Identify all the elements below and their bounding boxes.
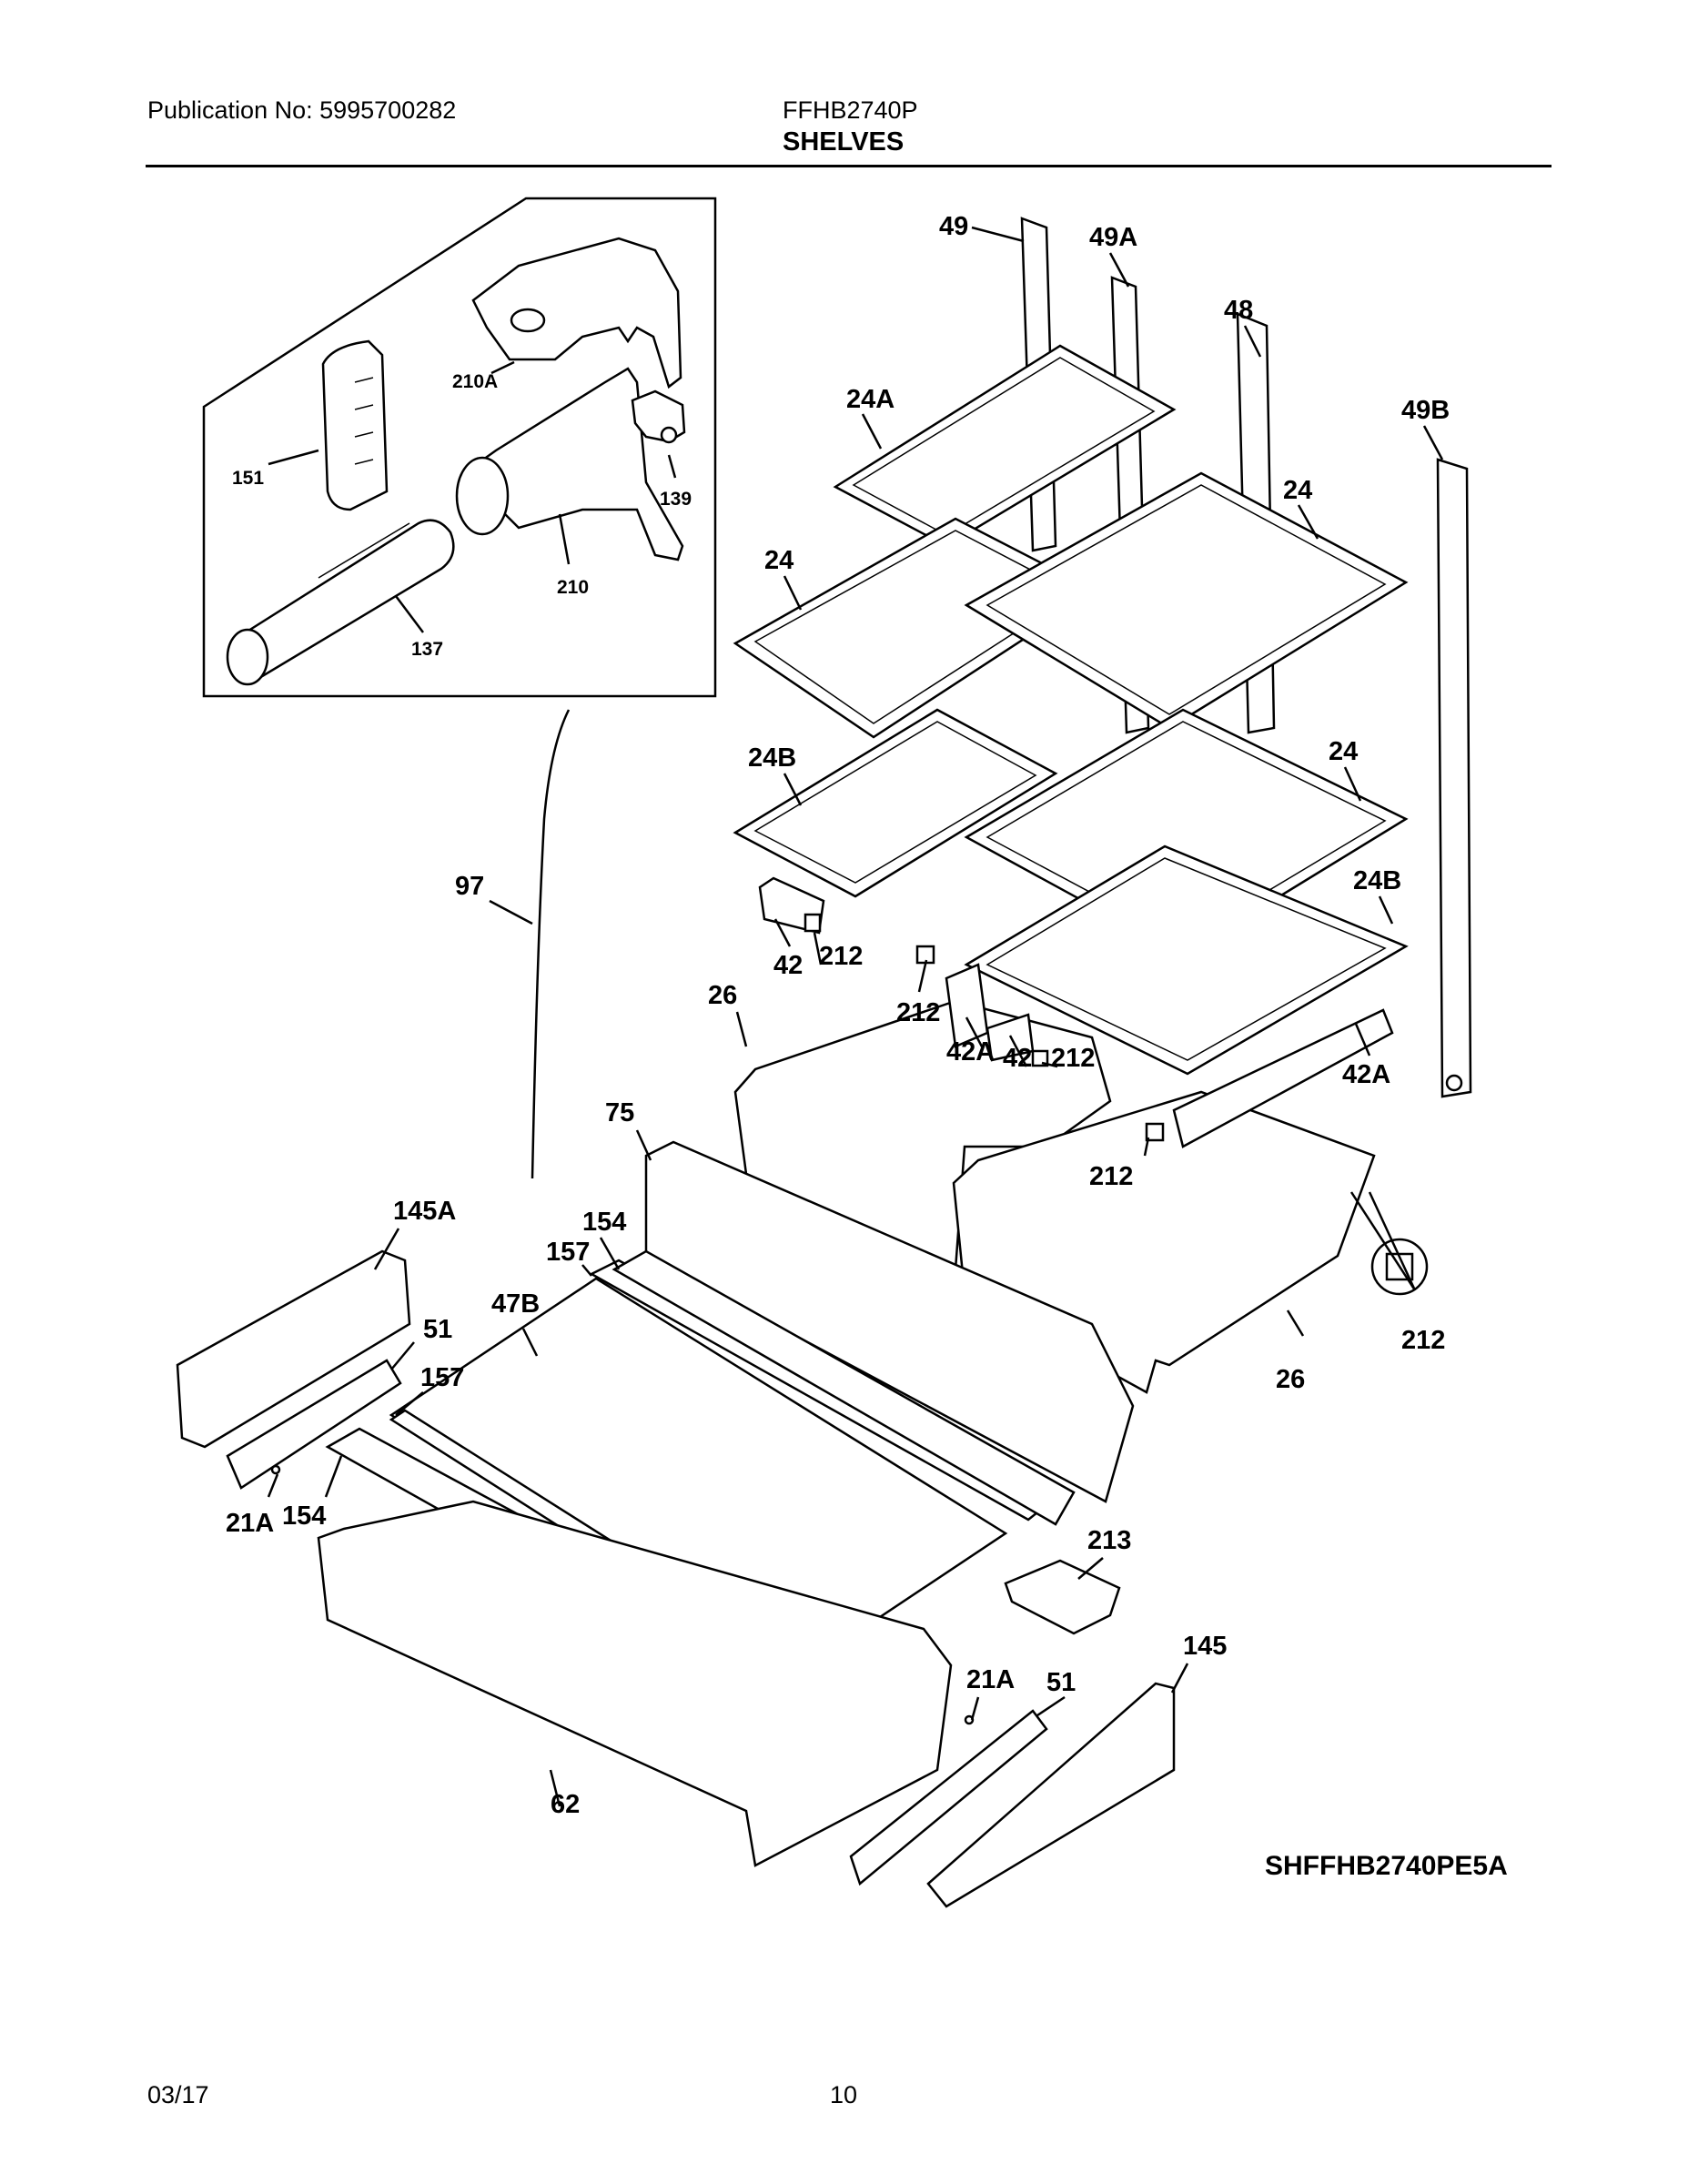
screw-21A-left bbox=[270, 1464, 281, 1475]
label-26-right: 26 bbox=[1276, 1365, 1305, 1394]
label-157-top: 157 bbox=[546, 1238, 590, 1267]
label-49B: 49B bbox=[1401, 396, 1450, 425]
model-number: FFHB2740P bbox=[783, 96, 918, 124]
clip-212-left bbox=[804, 913, 822, 933]
label-62: 62 bbox=[551, 1790, 580, 1819]
label-154-bottom: 154 bbox=[282, 1502, 326, 1531]
label-24B-left: 24B bbox=[748, 743, 796, 773]
filter-head-port bbox=[510, 308, 546, 333]
label-212-detail: 212 bbox=[1401, 1326, 1445, 1355]
label-24A: 24A bbox=[846, 385, 895, 414]
rail-49B bbox=[1436, 458, 1472, 1098]
filter-cartridge-part bbox=[237, 519, 455, 680]
rod-97 bbox=[531, 709, 571, 1179]
label-75: 75 bbox=[605, 1098, 634, 1127]
label-139: 139 bbox=[660, 489, 692, 510]
footer-page-number: 10 bbox=[830, 2081, 858, 2108]
bracket-145A bbox=[176, 1249, 411, 1449]
header-rule bbox=[146, 165, 1552, 167]
label-213: 213 bbox=[1087, 1526, 1131, 1555]
inset-frame bbox=[202, 197, 717, 698]
label-137: 137 bbox=[411, 639, 443, 660]
clip-212-mid2 bbox=[1031, 1049, 1049, 1067]
rail-49B-hole bbox=[1445, 1074, 1463, 1092]
label-157-bottom: 157 bbox=[420, 1363, 464, 1392]
label-26-left: 26 bbox=[708, 981, 737, 1010]
footer-date: 03/17 bbox=[147, 2081, 209, 2108]
label-212-mid: 212 bbox=[896, 998, 940, 1027]
label-210A: 210A bbox=[452, 371, 498, 392]
valve-fitting bbox=[660, 426, 678, 444]
cartridge-end-cap bbox=[226, 628, 269, 686]
filter-housing-end bbox=[455, 456, 510, 536]
slide-51-left bbox=[226, 1359, 402, 1490]
cover-rib bbox=[354, 377, 374, 383]
leader-139 bbox=[667, 454, 677, 479]
label-97: 97 bbox=[455, 872, 484, 901]
label-42A-mid: 42A bbox=[946, 1037, 995, 1067]
label-145A: 145A bbox=[393, 1197, 456, 1226]
bracket-42A-right bbox=[1172, 1008, 1394, 1148]
label-48: 48 bbox=[1224, 296, 1253, 325]
shelf-24A bbox=[833, 344, 1177, 548]
label-42-left: 42 bbox=[773, 951, 803, 980]
leader-210 bbox=[558, 513, 571, 565]
label-24-right-top: 24 bbox=[1283, 476, 1312, 505]
label-21A-left: 21A bbox=[226, 1509, 274, 1538]
clip-213 bbox=[1004, 1559, 1121, 1635]
brackets-clips bbox=[758, 876, 1429, 1296]
label-212-left: 212 bbox=[819, 942, 863, 971]
diagram-reference-code: SHFFHB2740PE5A bbox=[1265, 1851, 1508, 1881]
label-210: 210 bbox=[557, 577, 589, 598]
label-24-left: 24 bbox=[764, 546, 793, 575]
label-42A-right: 42A bbox=[1342, 1060, 1390, 1089]
label-47B: 47B bbox=[491, 1289, 540, 1319]
bracket-145 bbox=[926, 1682, 1176, 1908]
leader-137 bbox=[395, 595, 424, 633]
label-49: 49 bbox=[939, 212, 968, 241]
slide-51-right bbox=[849, 1709, 1048, 1886]
label-24B-right: 24B bbox=[1353, 866, 1401, 895]
label-51-left: 51 bbox=[423, 1315, 452, 1344]
label-42-mid: 42 bbox=[1003, 1044, 1032, 1073]
label-212-right: 212 bbox=[1089, 1162, 1133, 1191]
label-21A-right: 21A bbox=[966, 1665, 1015, 1694]
cover-rib bbox=[354, 404, 374, 410]
label-151: 151 bbox=[232, 468, 264, 489]
filter-cover-part bbox=[321, 339, 389, 511]
section-title: SHELVES bbox=[783, 127, 905, 157]
water-filter-inset: 210A 151 139 210 137 bbox=[202, 197, 717, 698]
clip-212-right bbox=[1145, 1122, 1165, 1142]
label-145: 145 bbox=[1183, 1632, 1227, 1661]
cartridge-label-band bbox=[318, 522, 410, 579]
glass-shelves bbox=[733, 344, 1409, 1076]
part-labels: 49 49A 48 49B 24A 24 24 24B 24 24B 97 42… bbox=[226, 212, 1450, 1819]
publication-number: Publication No: 5995700282 bbox=[147, 96, 457, 124]
filter-housing-part bbox=[462, 367, 684, 561]
label-24-right-mid: 24 bbox=[1329, 737, 1358, 766]
trim-154-right bbox=[612, 1249, 1076, 1526]
cover-rib bbox=[354, 459, 374, 465]
shelf-24B-right bbox=[964, 844, 1409, 1076]
leader-lines bbox=[267, 226, 1444, 1807]
freezer-parts bbox=[176, 1249, 1176, 1908]
cover-rib bbox=[354, 431, 374, 438]
label-49A: 49A bbox=[1089, 223, 1137, 252]
label-212-mid2: 212 bbox=[1051, 1044, 1095, 1073]
leader-210A bbox=[490, 360, 515, 375]
label-51-right: 51 bbox=[1046, 1668, 1076, 1697]
crisper-drawers bbox=[644, 999, 1376, 1503]
shelf-24B-left bbox=[733, 708, 1058, 898]
leader-151 bbox=[268, 449, 319, 466]
label-154-top: 154 bbox=[582, 1208, 626, 1237]
freezer-basket-62 bbox=[317, 1500, 953, 1867]
filter-head-part bbox=[471, 237, 682, 389]
